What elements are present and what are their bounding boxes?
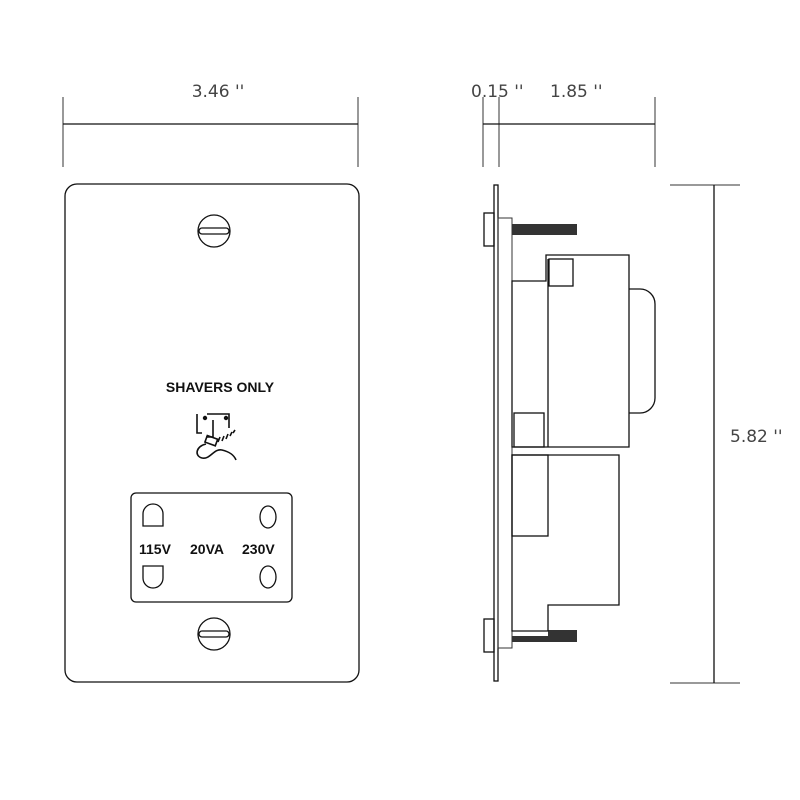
top-screw-thread [512,224,577,235]
plate-depth-label: 0.15 '' [471,82,524,102]
top-screw-head [483,212,495,247]
socket-outlet [130,492,293,603]
mounting-frame [497,217,513,649]
bottom-screw-thread [548,630,577,642]
shavers-only-label: SHAVERS ONLY [166,379,275,395]
power-20va-label: 20VA [190,541,224,557]
shaver-face-icon [196,413,237,461]
voltage-230-label: 230V [242,541,275,557]
width-dimension: 3.46 '' [62,82,359,167]
bottom-screw-icon [197,617,231,651]
lower-body [511,454,620,632]
top-screw-icon [197,214,231,248]
voltage-115-label: 115V [139,541,172,557]
lower-inner-block [511,454,549,537]
side-plate [493,184,499,682]
cable-clamp [629,288,656,414]
socket-hole-230v-bottom [259,565,277,589]
height-dimension: 5.82 '' [670,184,783,684]
side-view [483,184,656,682]
terminal-block [548,258,574,287]
upper-body [511,254,630,448]
depth-dimension: 0.15 '' 1.85 '' [471,82,656,167]
socket-hole-115v-bottom [142,565,164,589]
faceplate [64,183,360,683]
width-label: 3.46 '' [192,82,245,102]
body-depth-label: 1.85 '' [550,82,603,102]
bottom-screw-head [483,618,495,653]
connector [513,412,545,448]
bottom-screw-shank [512,636,548,642]
socket-hole-230v-top [259,505,277,529]
height-label: 5.82 '' [730,427,783,447]
front-view: SHAVERS ONLY 115V 20VA 230V [64,183,360,683]
socket-hole-115v-top [142,503,164,527]
